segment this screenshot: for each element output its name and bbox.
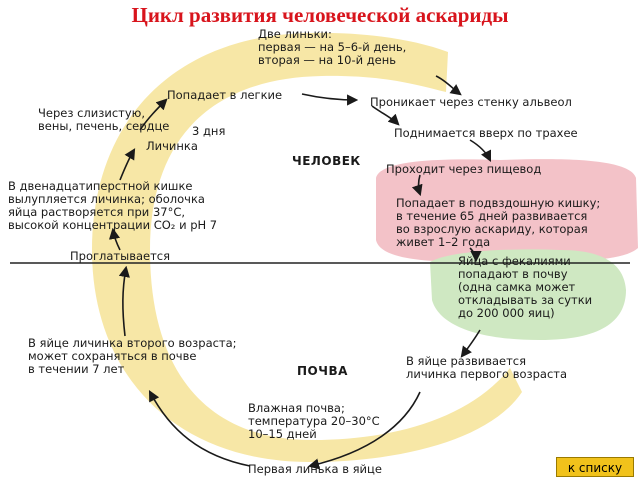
arrow-intestine-to-eggs [469,247,482,263]
back-to-list-button[interactable]: к списку [556,457,634,477]
step-swallowed: Проглатывается [70,249,171,263]
arrow-eggs-to-first-stage [460,329,481,358]
intestine-zone [376,159,638,263]
step-alveoli: Проникает через стенку альвеол [370,95,572,109]
zone-soil-label: ПОЧВА [297,364,348,378]
step-larva: Личинка [146,139,198,153]
arrow-larva-to-lungs [139,98,168,131]
diagram-title: Цикл развития человеческой аскариды [131,3,509,27]
step-migration: Через слизистую, вены, печень, сердце [38,106,170,133]
arrow-first-molt-to-second-stage [148,390,251,467]
step-into-lungs: Попадает в легкие [167,88,283,102]
step-conditions: Влажная почва; температура 20–30°С 10–15… [248,401,380,441]
step-first-molt: Первая линька в яйце [248,462,382,476]
step-hatch: В двенадцатиперстной кишке вылупляется л… [8,179,218,232]
step-eggs: Яйца с фекалиями попадают в почву (одна … [458,254,593,320]
step-trachea: Поднимается вверх по трахее [394,126,578,140]
arrow-alveoli-to-trachea [371,105,400,126]
step-intestine: Попадает в подвздошную кишку; в течение … [396,196,601,249]
arrow-trachea-to-esophagus [469,139,492,163]
arrow-first-stage-to-first-molt [307,391,421,470]
step-esophagus: Проходит через пищевод [386,162,542,176]
arrow-hatch-to-larva [119,148,136,181]
step-three-days: 3 дня [192,124,226,138]
step-molts: Две линьки: первая — на 5–6-й день, втор… [258,27,407,67]
arrow-molts-to-alveoli [435,75,462,96]
cycle-band [92,32,522,462]
step-first-stage: В яйце развивается личинка первого возра… [406,354,568,381]
step-second-stage: В яйце личинка второго возраста; может с… [28,336,237,376]
arrow-swallowed-to-hatch [108,227,121,251]
arrow-second-stage-to-swallowed [118,265,130,337]
arrow-esophagus-to-intestine [411,174,423,197]
arrow-lungs-to-alveoli [301,93,359,106]
zone-human-label: ЧЕЛОВЕК [292,154,361,168]
eggs-zone [430,249,626,340]
